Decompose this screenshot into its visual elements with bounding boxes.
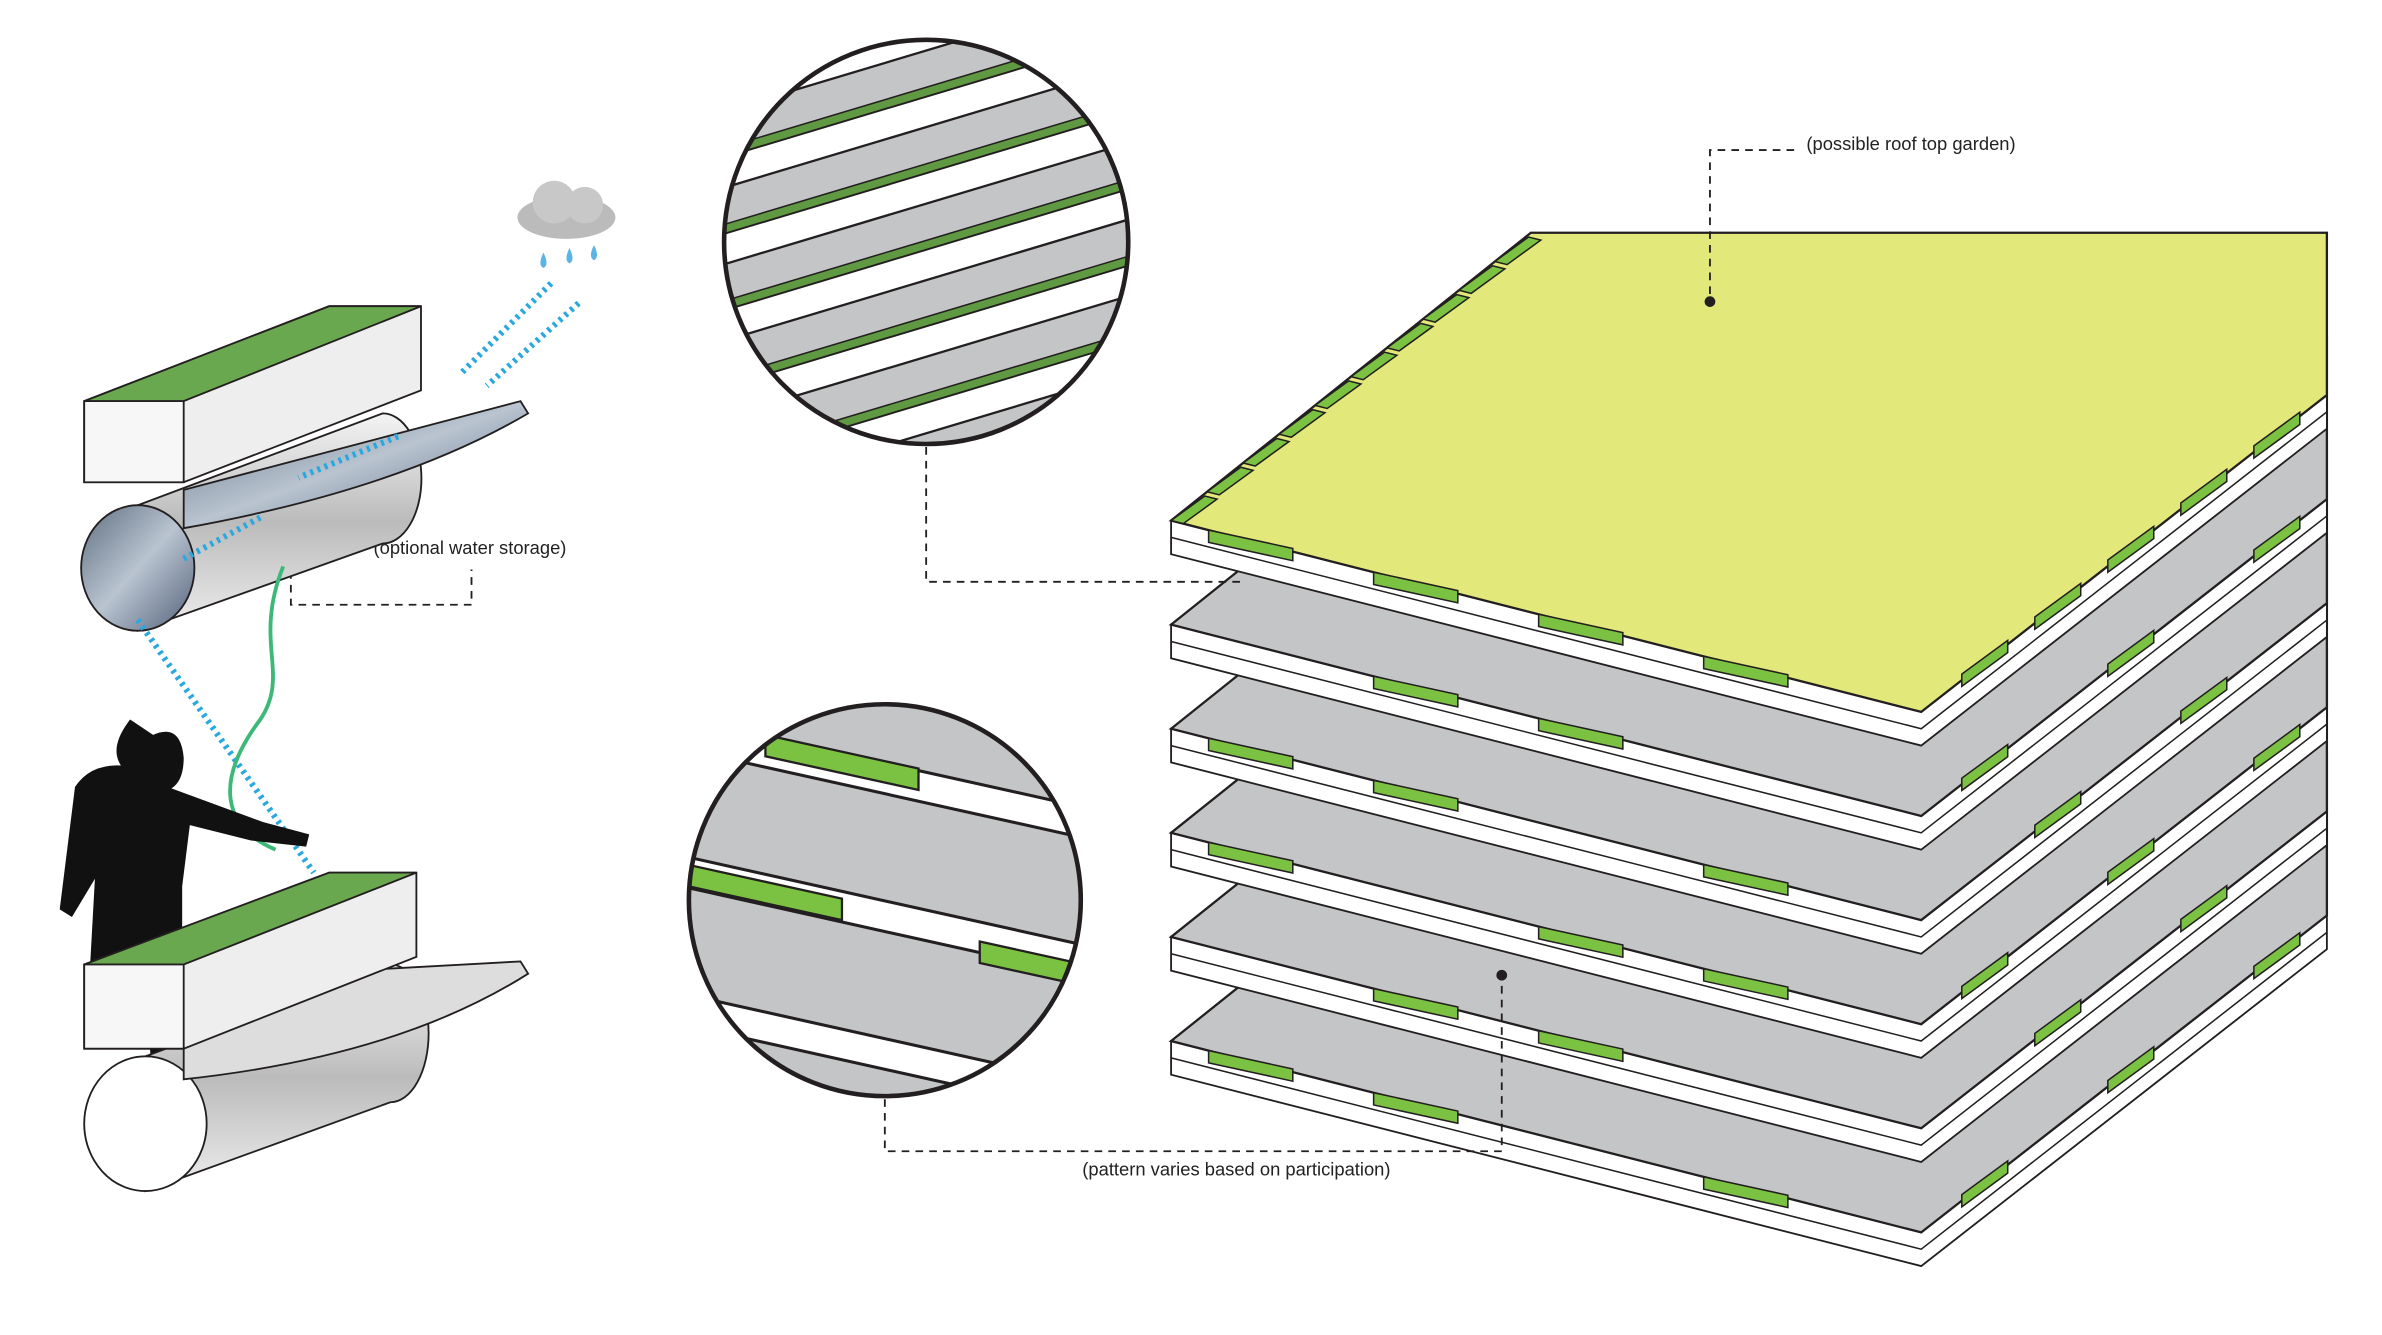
water-storage-tank: [80, 504, 196, 632]
planter-box: [1277, 408, 1327, 439]
planter-box: [1537, 717, 1624, 750]
planter-box: [2180, 675, 2228, 725]
planter-box: [1372, 779, 1459, 812]
planter-box: [2253, 723, 2301, 772]
planter-box: [1702, 655, 1789, 688]
lower-planter-pipe: [83, 871, 530, 1193]
planter-box: [1205, 466, 1255, 496]
planter-box: [1537, 1029, 1624, 1063]
planter-box: [1457, 264, 1507, 295]
planter-box: [2107, 1045, 2155, 1095]
planter-box: [1372, 987, 1459, 1021]
water-storage-label: (optional water storage): [374, 537, 567, 558]
planter-box: [1207, 529, 1294, 562]
leader-roof: [1709, 149, 1795, 302]
planter-box: [1372, 571, 1459, 604]
planter-box: [1349, 351, 1399, 381]
planter-box: [2180, 467, 2228, 517]
planter-box: [1961, 638, 2009, 688]
slab-layer: [1168, 231, 2329, 747]
planter-box: [2180, 884, 2228, 934]
planter-box: [1537, 925, 1624, 959]
planter-box: [1702, 863, 1789, 897]
planter-box: [978, 940, 1081, 999]
planter-box: [2034, 998, 2082, 1048]
planter-box: [1385, 322, 1435, 352]
upper-planter-pipe: [80, 305, 530, 633]
planter-box: [2107, 837, 2155, 887]
hose: [228, 565, 285, 852]
planter-box: [1207, 841, 1294, 874]
planter-box: [2107, 628, 2155, 678]
planter-box: [1493, 236, 1543, 266]
pattern-marker: [1496, 969, 1508, 981]
water-flow-arrows: [135, 281, 581, 875]
planter-box: [1372, 675, 1459, 708]
planter-box: [1169, 495, 1219, 525]
planter-box: [1207, 737, 1294, 770]
planter-box: [1241, 437, 1291, 467]
planter-box: [2253, 410, 2301, 460]
rain-cloud-icon: [517, 180, 616, 268]
pattern-label: (pattern varies based on participation): [1082, 1159, 1390, 1180]
planter-box: [2034, 581, 2082, 631]
planter-box: [2253, 931, 2301, 981]
planter-box: [1537, 613, 1624, 646]
planter-box: [1961, 951, 2009, 1001]
stacked-slabs: [1168, 231, 2329, 1268]
leader-pattern: [883, 975, 1503, 1153]
planter-box: [764, 733, 920, 792]
planter-box: [2253, 514, 2301, 564]
planter-box: [1702, 967, 1789, 1001]
detail-zoom-bottom: [686, 701, 1084, 1099]
planter-box: [1207, 1049, 1294, 1083]
planter-box: [2107, 524, 2155, 574]
roof-marker: [1704, 296, 1716, 307]
planter-box: [2034, 790, 2082, 839]
planter-box: [1372, 1091, 1459, 1125]
planter-box: [1961, 1159, 2009, 1209]
leader-top-zoom: [925, 447, 1240, 583]
planter-box: [1702, 1175, 1789, 1209]
roof-garden-label: (possible roof top garden): [1806, 133, 2015, 154]
planter-box: [1961, 742, 2009, 792]
planter-box: [688, 863, 844, 922]
planter-box: [1313, 380, 1363, 410]
planter-box: [1421, 293, 1471, 323]
